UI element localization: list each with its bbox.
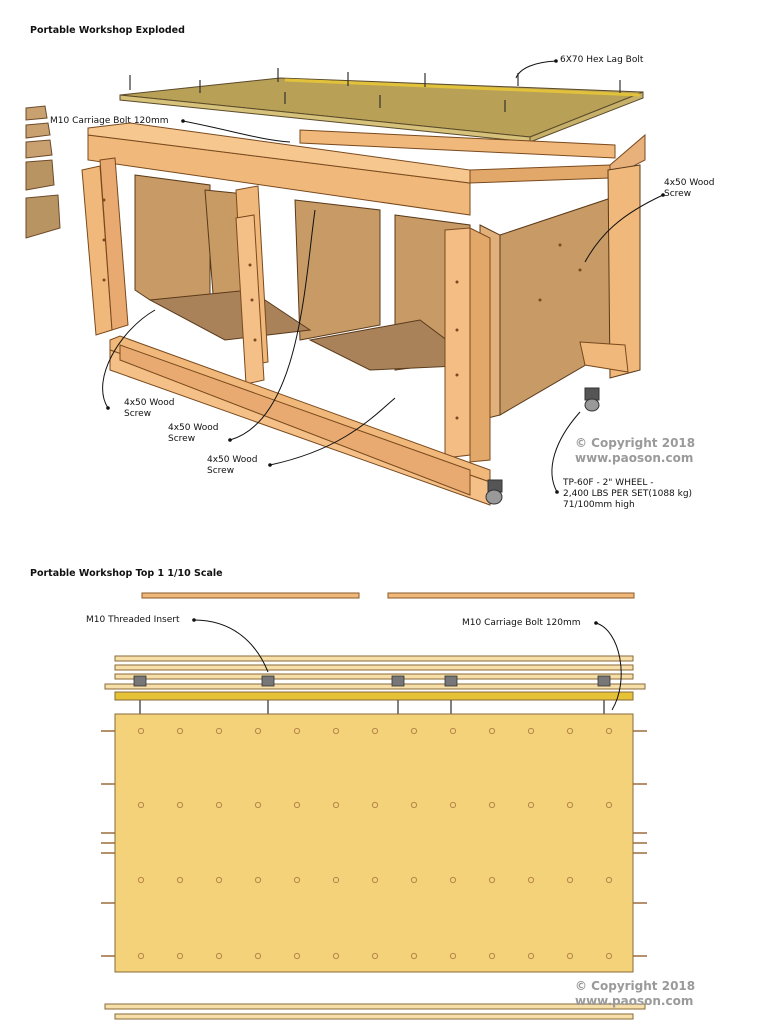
carriage-bolt-label: M10 Carriage Bolt 120mm <box>50 116 169 126</box>
dog-hole <box>332 801 340 809</box>
dog-hole <box>293 876 301 884</box>
top-frame <box>87 122 646 216</box>
dog-hole <box>605 727 613 735</box>
dog-hole <box>137 876 145 884</box>
dog-hole <box>332 952 340 960</box>
dog-hole <box>332 727 340 735</box>
dog-hole <box>215 876 223 884</box>
dog-hole <box>488 952 496 960</box>
dog-hole <box>449 876 457 884</box>
top-panel <box>114 713 634 973</box>
cropped-side-parts <box>25 105 61 239</box>
dog-hole <box>293 727 301 735</box>
dog-hole <box>488 727 496 735</box>
dog-hole <box>371 876 379 884</box>
wood-screw-label-b: 4x50 Wood Screw <box>168 423 219 444</box>
bottom-boards <box>104 1003 646 1020</box>
dog-hole <box>605 876 613 884</box>
dog-hole <box>254 876 262 884</box>
dog-hole <box>254 952 262 960</box>
exploded-copyright: © Copyright 2018 <box>575 436 696 450</box>
bottom-rails <box>109 335 629 506</box>
exploded-website: www.paoson.com <box>575 451 694 465</box>
dog-hole <box>488 876 496 884</box>
top-boards <box>141 592 635 599</box>
dog-hole <box>410 952 418 960</box>
dog-hole <box>488 801 496 809</box>
dog-hole <box>605 801 613 809</box>
dog-hole <box>566 876 574 884</box>
dog-hole <box>293 801 301 809</box>
dog-hole <box>527 876 535 884</box>
top-copyright: © Copyright 2018 <box>575 979 696 993</box>
dog-hole-grid <box>137 727 613 960</box>
wheel-label: TP-60F - 2" WHEEL - 2,400 LBS PER SET(10… <box>563 478 693 510</box>
dog-hole <box>137 727 145 735</box>
dog-hole <box>527 952 535 960</box>
screw-dots <box>102 198 582 420</box>
wood-screw-label-c: 4x50 Wood Screw <box>207 455 258 476</box>
dog-hole <box>215 727 223 735</box>
dog-hole <box>254 727 262 735</box>
dog-hole <box>176 876 184 884</box>
dog-hole <box>371 952 379 960</box>
threaded-insert-label: M10 Threaded Insert <box>86 615 180 625</box>
dog-hole <box>410 876 418 884</box>
dog-hole <box>176 801 184 809</box>
legs <box>81 157 491 463</box>
dog-hole <box>566 801 574 809</box>
rail-stack <box>104 655 646 701</box>
dog-hole <box>176 952 184 960</box>
threaded-inserts <box>133 675 611 687</box>
dog-hole <box>137 952 145 960</box>
hex-lag-bolt-label: 6X70 Hex Lag Bolt <box>560 55 644 65</box>
dog-hole <box>137 801 145 809</box>
dog-hole <box>215 801 223 809</box>
dog-hole <box>449 727 457 735</box>
top-leaders <box>193 619 622 711</box>
leader-dots <box>106 59 665 494</box>
dog-hole <box>410 727 418 735</box>
top-website: www.paoson.com <box>575 994 694 1008</box>
dog-hole <box>566 952 574 960</box>
wood-screw-label-a: 4x50 Wood Screw <box>124 398 175 419</box>
dog-hole <box>215 952 223 960</box>
dog-hole <box>605 952 613 960</box>
dog-hole <box>527 801 535 809</box>
dog-hole <box>176 727 184 735</box>
exploded-illustration <box>25 59 665 506</box>
wood-screw-label-right: 4x50 Wood Screw <box>664 178 715 199</box>
dog-hole <box>449 801 457 809</box>
dog-hole <box>527 727 535 735</box>
dog-hole <box>566 727 574 735</box>
exploded-leaders <box>102 60 664 493</box>
exploded-title: Portable Workshop Exploded <box>30 25 185 36</box>
dog-hole <box>293 952 301 960</box>
dog-hole <box>332 876 340 884</box>
dog-hole <box>371 801 379 809</box>
dog-hole <box>410 801 418 809</box>
dog-hole <box>371 727 379 735</box>
dog-hole <box>254 801 262 809</box>
bolt-shanks <box>139 700 605 714</box>
top-view-title: Portable Workshop Top 1 1/10 Scale <box>30 568 223 579</box>
top-carriage-bolt-label: M10 Carriage Bolt 120mm <box>462 618 581 628</box>
wheels <box>485 387 600 505</box>
dog-hole <box>449 952 457 960</box>
side-screws <box>101 730 647 957</box>
